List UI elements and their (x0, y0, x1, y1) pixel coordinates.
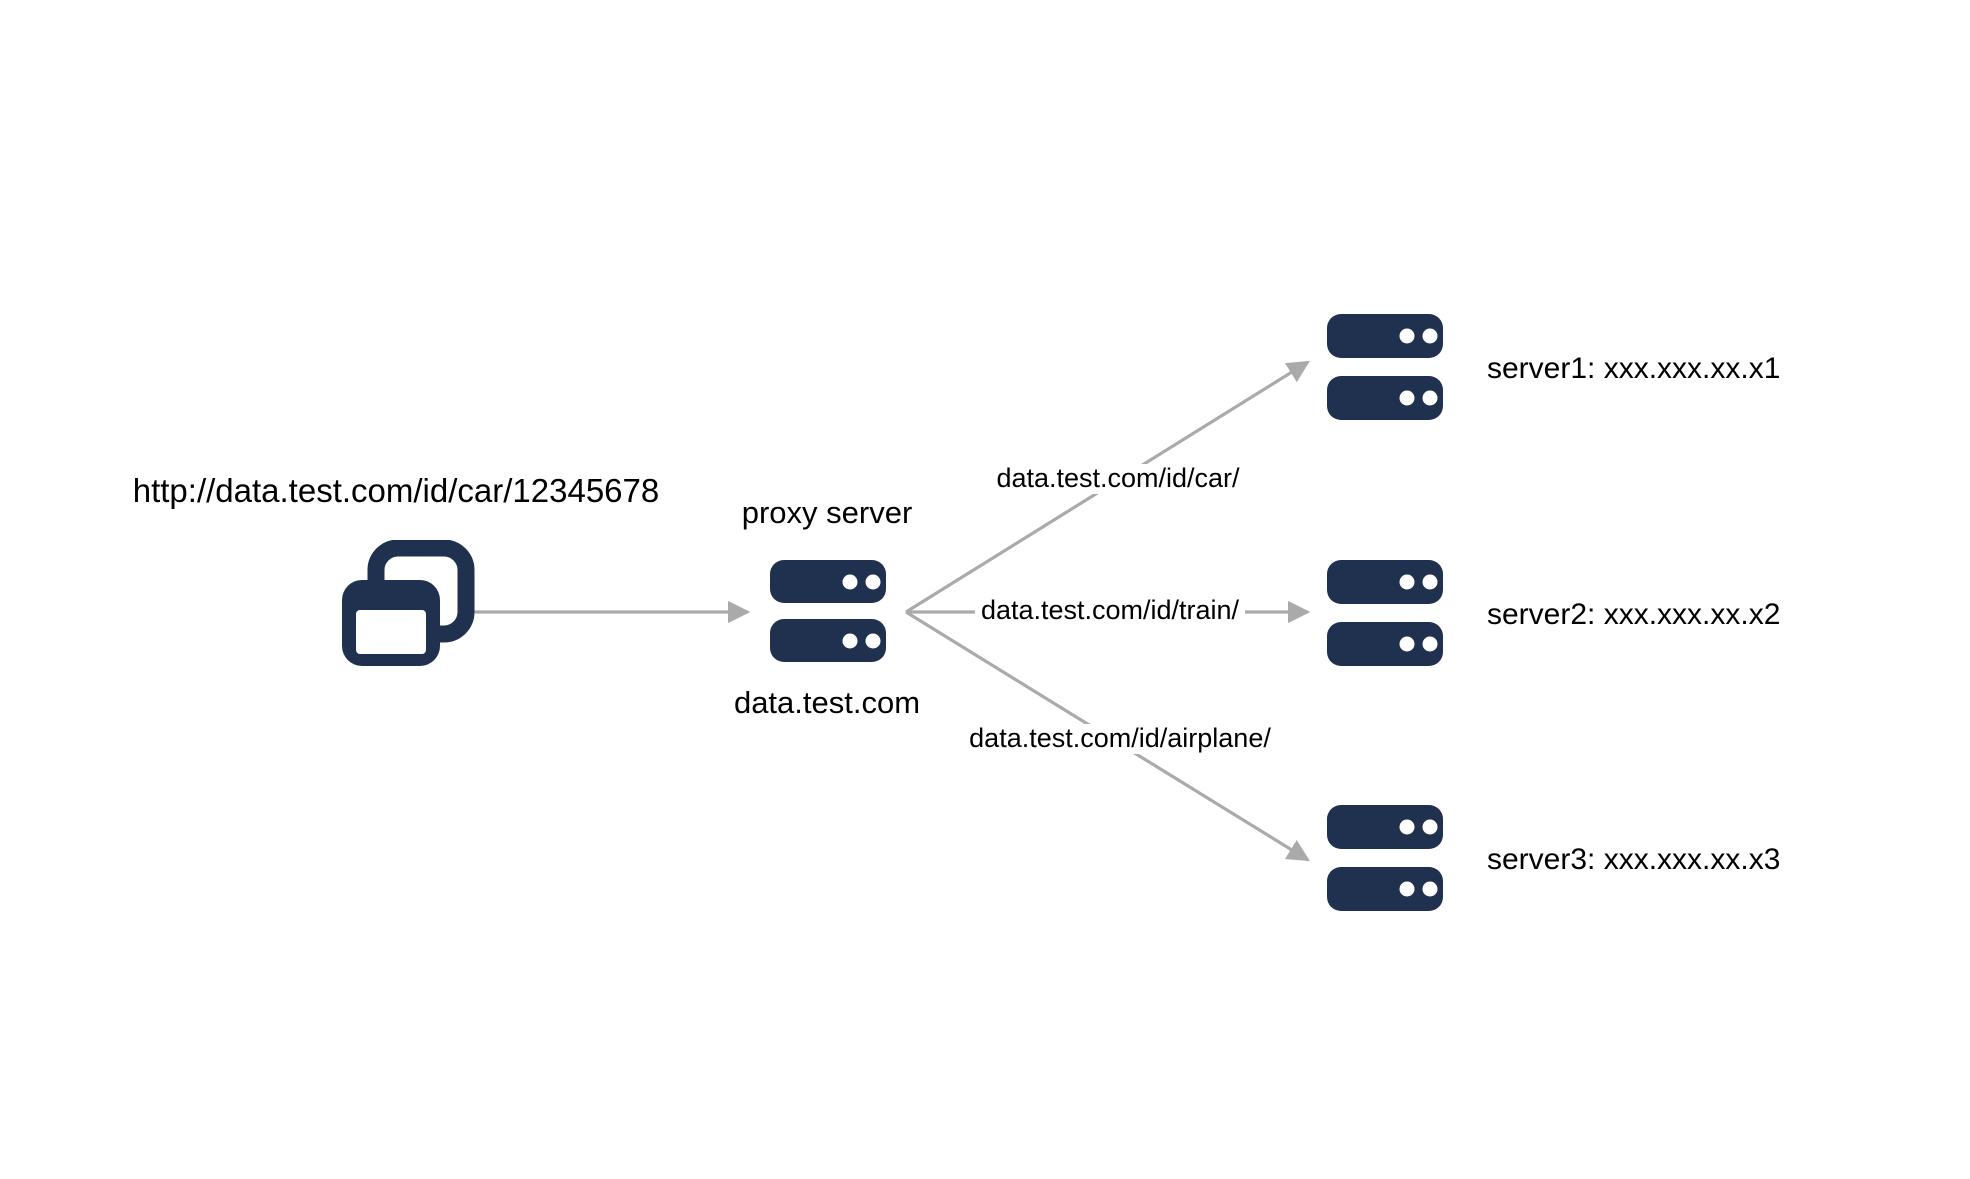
browser-windows-icon (342, 539, 475, 666)
server3-label: server3: xxx.xxx.xx.x3 (1487, 843, 1781, 876)
server3-node (1327, 805, 1445, 918)
route-label-car: data.test.com/id/car/ (990, 463, 1246, 494)
proxy-hostname: data.test.com (733, 685, 921, 720)
server-icon (1327, 314, 1443, 420)
proxy-server-node (770, 560, 888, 670)
route-label-airplane: data.test.com/id/airplane/ (963, 723, 1277, 754)
server1-label: server1: xxx.xxx.xx.x1 (1487, 352, 1781, 385)
route-label-train: data.test.com/id/train/ (974, 595, 1246, 626)
server2-node (1327, 560, 1445, 673)
server1-node (1327, 314, 1445, 427)
server-icon (1327, 560, 1443, 666)
client-node (330, 539, 480, 675)
server-icon (1327, 805, 1443, 911)
client-request-url: http://data.test.com/id/car/12345678 (132, 472, 660, 509)
proxy-title: proxy server (741, 495, 913, 530)
server-icon (770, 560, 886, 662)
server2-label: server2: xxx.xxx.xx.x2 (1487, 598, 1781, 631)
